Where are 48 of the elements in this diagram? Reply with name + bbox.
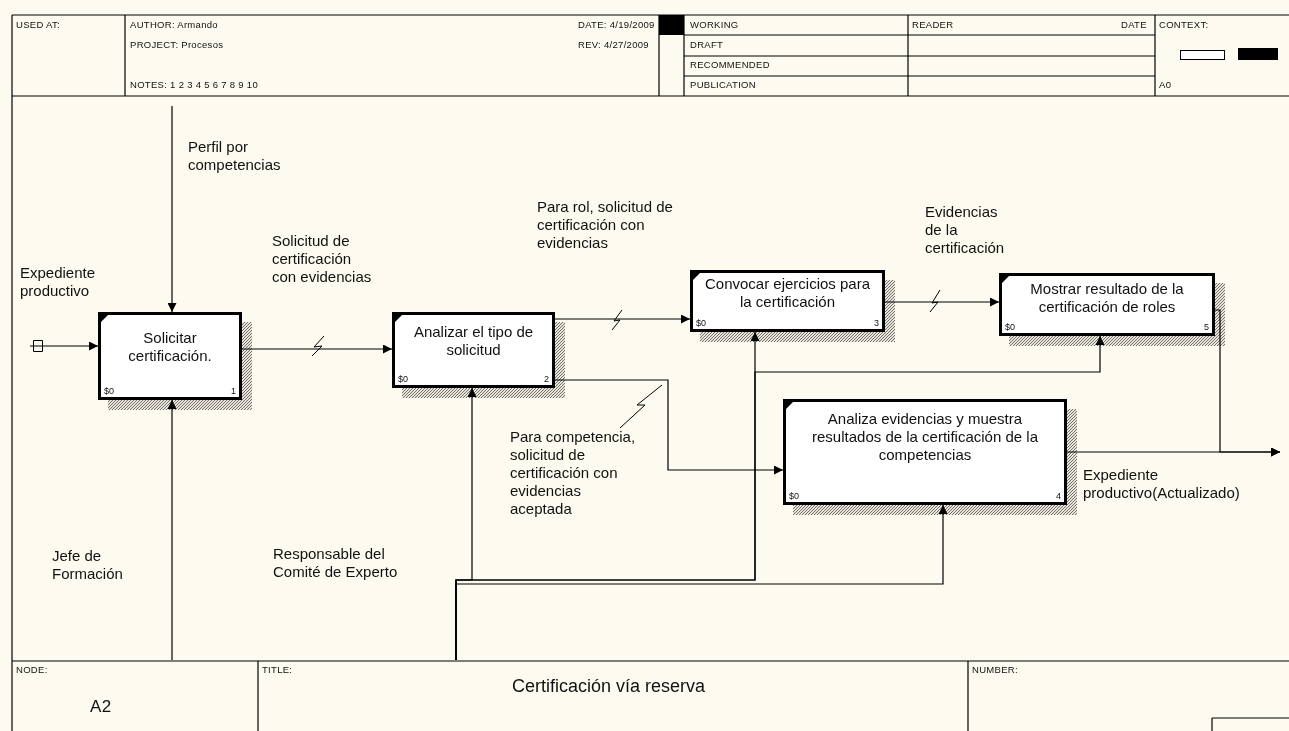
arrow [1066, 447, 1281, 457]
activity-name: Analizar el tipo de solicitud [412, 323, 535, 359]
arrow [167, 399, 177, 661]
cost-label: $0 [1005, 322, 1015, 332]
node-number: 2 [544, 374, 549, 384]
header-field: NUMBER: [972, 664, 1018, 675]
header-field: PUBLICATION [690, 79, 756, 90]
cost-label: $0 [789, 491, 799, 501]
header-field: DRAFT [690, 39, 724, 50]
activity-box [690, 270, 885, 332]
node-number: 1 [231, 386, 236, 396]
arrow [554, 314, 691, 324]
header-field: USED AT: [16, 19, 60, 30]
header-field: WORKING [690, 19, 739, 30]
activity-name: Convocar ejercicios para la certificación [703, 275, 872, 311]
arrow [167, 105, 177, 313]
header-field: NOTES: 1 2 3 4 5 6 7 8 9 10 [130, 79, 258, 90]
node-number: 4 [1056, 491, 1061, 501]
cost-label: $0 [398, 374, 408, 384]
activity-box [999, 273, 1215, 336]
cost-label: $0 [104, 386, 114, 396]
arrow [241, 344, 393, 354]
cost-label: $0 [696, 318, 706, 328]
activity-name: Solicitar certificación. [127, 329, 213, 365]
header-field: DATE: 4/19/2009 [578, 19, 655, 30]
header-field: A0 [1159, 79, 1172, 90]
header-field: DATE [1121, 19, 1147, 30]
arrow [455, 504, 948, 661]
arrow [554, 379, 784, 475]
activity-box [783, 399, 1067, 505]
activity-box [98, 312, 242, 400]
header-field: READER [912, 19, 954, 30]
activity-name: Mostrar resultado de la certificación de roles [1029, 280, 1185, 316]
header-field: AUTHOR: Armando [130, 19, 218, 30]
activity-name: Analiza evidencias y muestra resultados de la certificación de la competencias [811, 410, 1039, 464]
header-field: NODE: [16, 664, 48, 675]
activity-box [392, 312, 555, 388]
node-number: 3 [874, 318, 879, 328]
node-id: A2 [90, 697, 112, 717]
header-field: RECOMMENDED [690, 59, 770, 70]
header-field: PROJECT: Procesos [130, 39, 224, 50]
diagram-title: Certificación vía reserva [512, 676, 706, 697]
arrow [29, 341, 99, 351]
header-field: CONTEXT: [1159, 19, 1209, 30]
header-field: TITLE: [262, 664, 293, 675]
arrow [884, 297, 1000, 307]
header-field: REV: 4/27/2009 [578, 39, 649, 50]
node-number: 5 [1204, 322, 1209, 332]
